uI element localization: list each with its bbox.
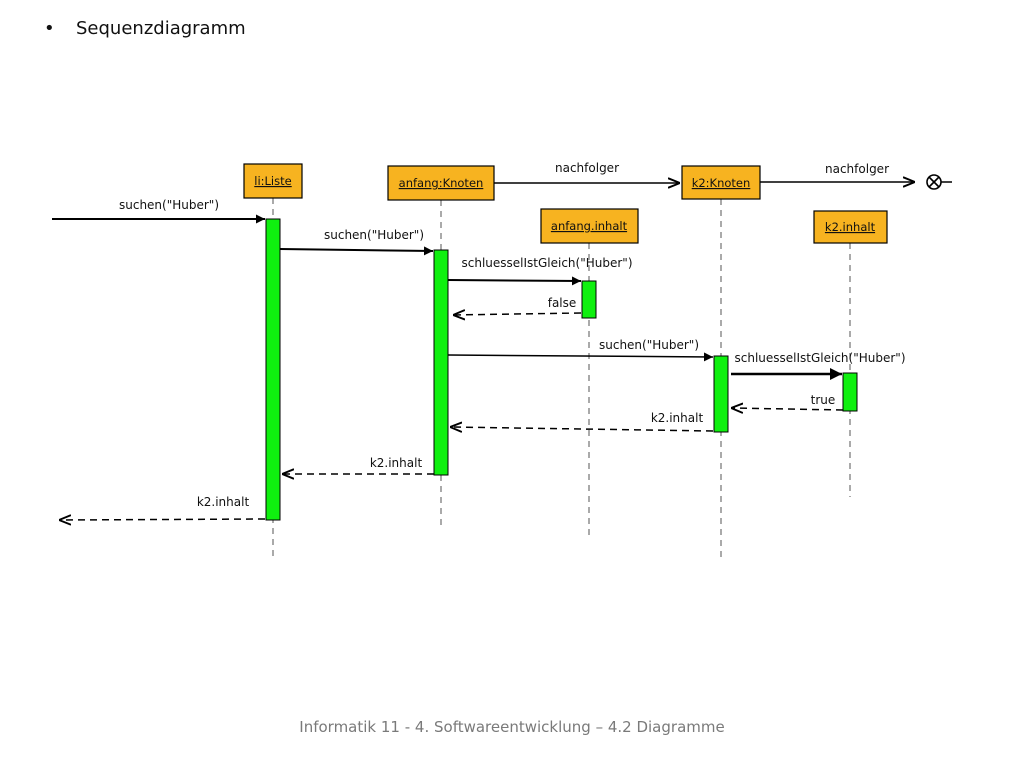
return-r1-label: k2.inhalt [197,495,250,509]
object-li: li:Liste [243,163,303,199]
return-r2-label: k2.inhalt [370,456,423,470]
activation-li [265,218,281,521]
return-r1 [59,519,266,520]
object-anfang-inhalt: anfang.inhalt [540,208,639,244]
activation-anfang [433,249,449,476]
activation-anfang-inhalt [581,280,597,319]
object-k2-inhalt: k2.inhalt [813,210,888,244]
message-m3-label: schluesselIstGleich("Huber") [461,256,632,270]
object-anfang-label: anfang:Knoten [399,176,484,190]
object-anfang-inhalt-label: anfang.inhalt [551,219,628,233]
activation-k2-inhalt [842,372,858,412]
circle-x-icon [926,174,952,190]
return-r4-label: k2.inhalt [651,411,704,425]
message-m2 [279,246,434,256]
return-r3 [453,313,582,315]
object-anfang: anfang:Knoten [387,165,495,201]
message-m1-label: suchen("Huber") [119,198,219,212]
message-m3 [447,276,582,286]
message-m2-label: suchen("Huber") [324,228,424,242]
link-nachfolger-1-label: nachfolger [555,161,619,175]
activation-k2 [713,355,729,433]
slide-title: Sequenzdiagramm [76,18,246,39]
return-r5-label: true [811,393,836,407]
return-r3-label: false [548,296,577,310]
message-m4-label: suchen("Huber") [599,338,699,352]
link-nachfolger-2-label: nachfolger [825,162,889,176]
object-k2: k2:Knoten [681,165,761,200]
bullet-icon: • [44,18,55,39]
return-r5 [731,408,844,410]
message-m4 [447,352,714,362]
return-r4 [450,427,714,431]
object-k2-label: k2:Knoten [692,176,751,190]
slide-title-line: • Sequenzdiagramm [44,18,246,39]
message-m5-label: schluesselIstGleich("Huber") [734,351,905,365]
slide-footer: Informatik 11 - 4. Softwareentwicklung –… [299,718,725,736]
object-k2-inhalt-label: k2.inhalt [825,220,876,234]
object-li-label: li:Liste [254,174,291,188]
